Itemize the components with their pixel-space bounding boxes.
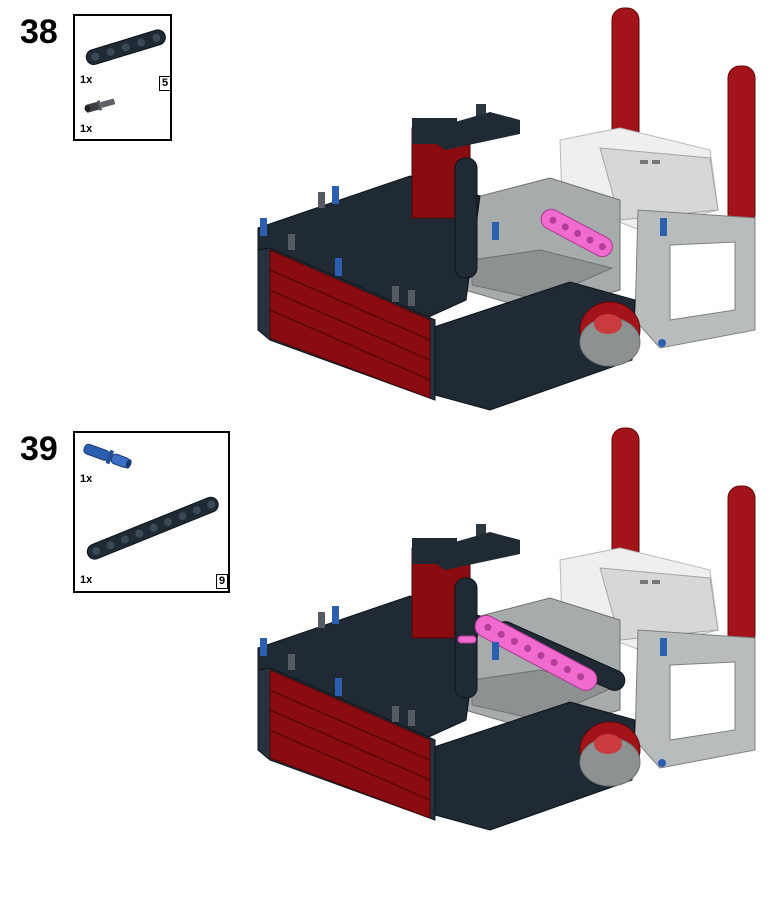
dark-beam-icon	[86, 496, 219, 560]
parts-callout: 1x 5 1x	[73, 14, 172, 141]
part-qty: 1x	[80, 123, 93, 135]
axle-pin-icon	[84, 98, 116, 113]
model-step-39	[257, 427, 756, 831]
part-qty: 1x	[80, 74, 93, 86]
beam-length-badge: 9	[216, 574, 228, 589]
step-number: 38	[20, 13, 58, 51]
part-qty: 1x	[80, 574, 93, 586]
model-step-38	[257, 7, 756, 411]
dark-beam-icon	[85, 29, 166, 66]
beam-length-badge: 5	[159, 76, 171, 91]
part-qty: 1x	[80, 473, 93, 485]
step-number: 39	[20, 430, 58, 468]
blue-pin-icon	[83, 443, 132, 469]
parts-callout: 1x 1x 9	[73, 431, 230, 593]
